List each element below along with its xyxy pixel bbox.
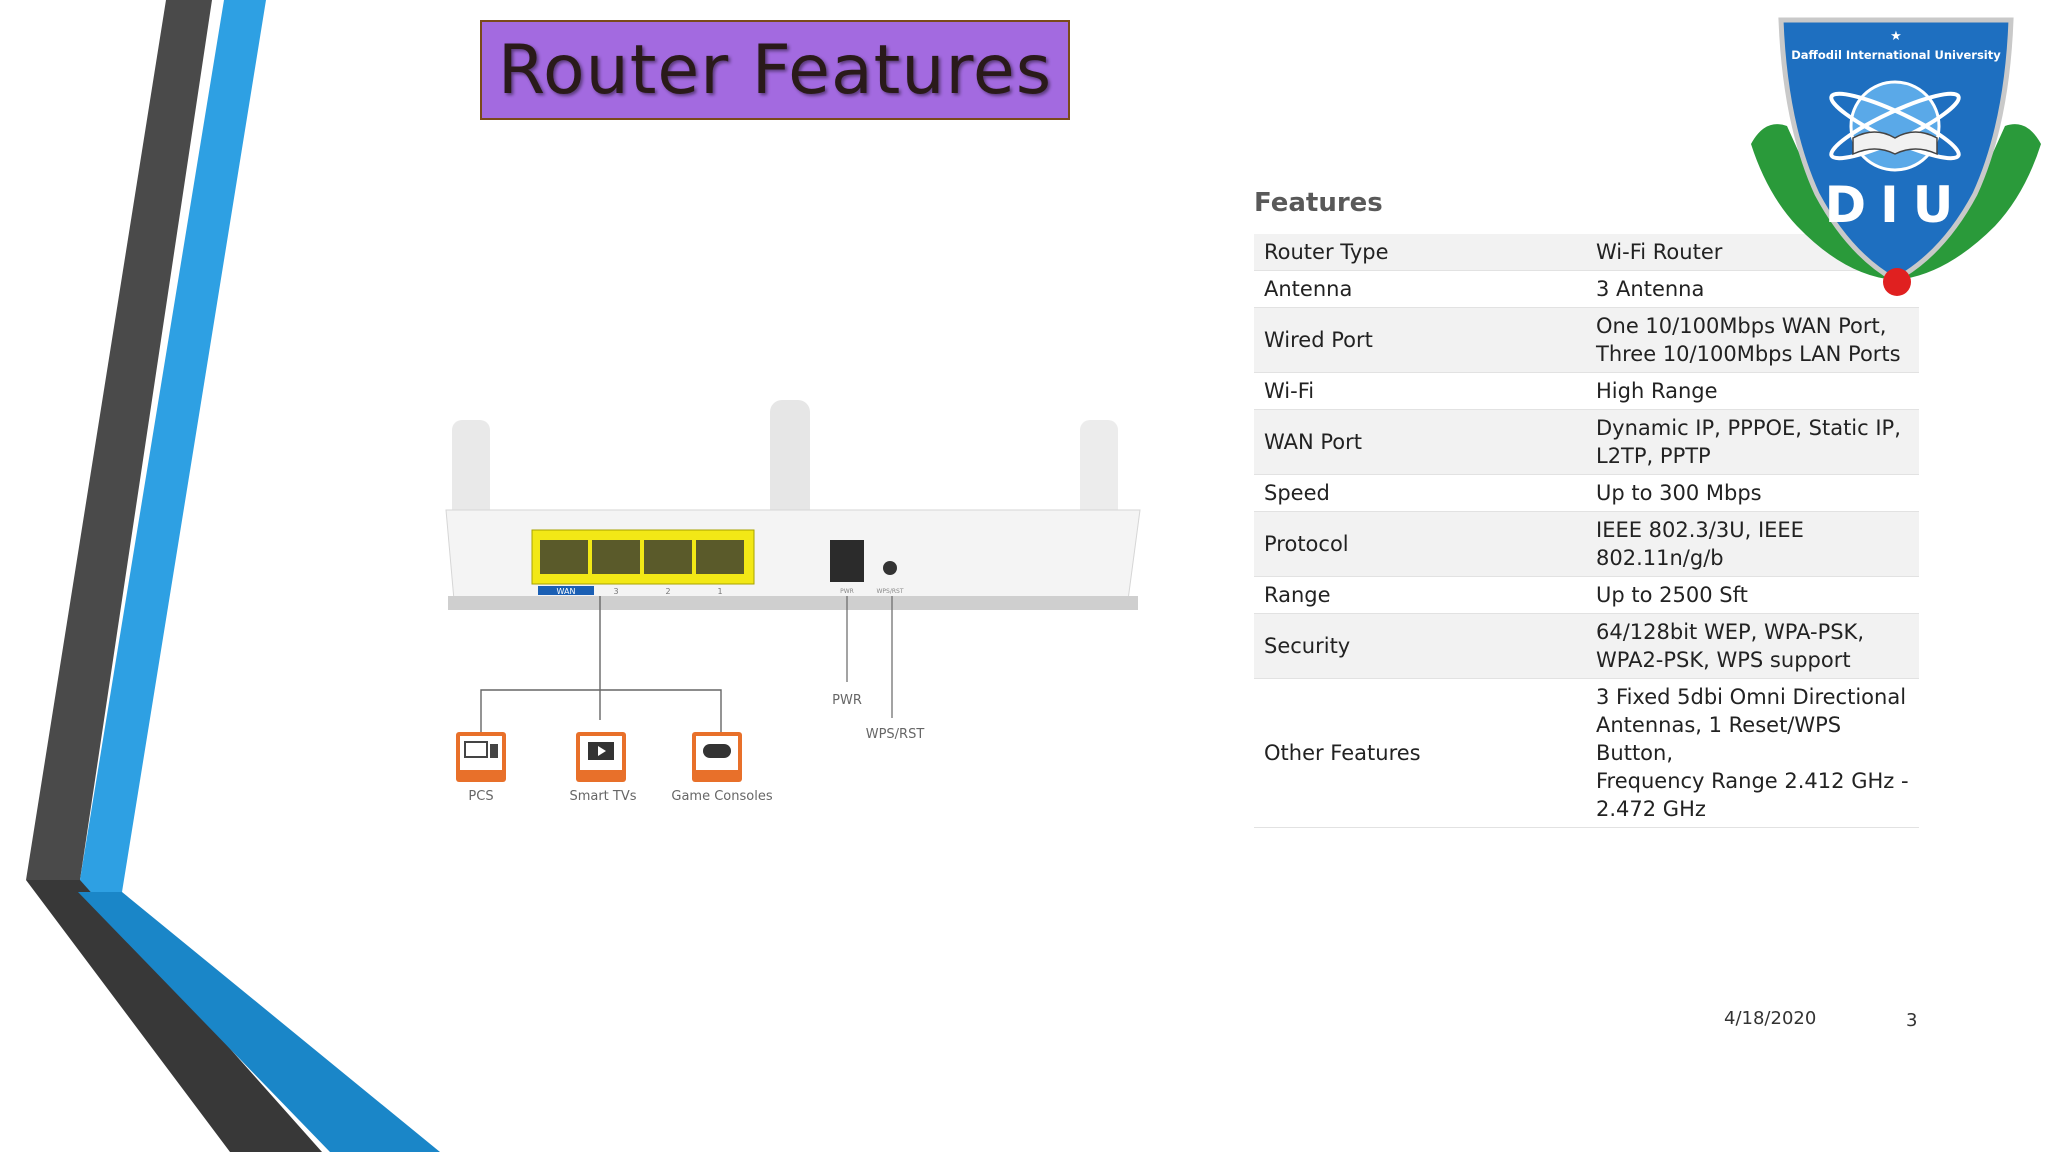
router-base-shadow: [448, 596, 1138, 610]
feature-row: Antenna 3 Antenna: [1254, 271, 1919, 308]
port-label-2: 2: [665, 587, 670, 596]
wan-label-bar: [538, 586, 594, 595]
feature-value: One 10/100Mbps WAN Port, Three 10/100Mbps…: [1586, 308, 1919, 373]
feature-value-line: 64/128bit WEP, WPA-PSK,: [1596, 620, 1865, 644]
callout-pwr: PWR: [832, 693, 862, 708]
port-label-3: 3: [613, 587, 618, 596]
ethernet-port-2: [644, 540, 692, 574]
title-box: Router Features: [480, 20, 1070, 120]
feature-key: Protocol: [1264, 532, 1349, 556]
dark-band-bottom: [26, 880, 322, 1152]
feature-value-line: 2.472 GHz: [1596, 797, 1706, 821]
feature-row: Wi-Fi High Range: [1254, 373, 1919, 410]
monitor-phone-icon: [464, 741, 488, 758]
device-branch-line: [480, 689, 722, 740]
logo-red-dot: [1883, 268, 1911, 296]
feature-value: Up to 2500 Sft: [1586, 577, 1919, 614]
feature-value: Wi-Fi Router: [1586, 234, 1919, 271]
feature-value-line: L2TP, PPTP: [1596, 444, 1711, 468]
device-game-consoles: Game Consoles: [671, 732, 773, 804]
feature-value: 64/128bit WEP, WPA-PSK, WPA2-PSK, WPS sup…: [1586, 614, 1919, 679]
feature-key: WAN Port: [1264, 430, 1362, 454]
feature-value: High Range: [1586, 373, 1919, 410]
feature-value-line: IEEE 802.3/3U, IEEE 802.11n/g/b: [1596, 518, 1804, 570]
feature-row: Other Features 3 Fixed 5dbi Omni Directio…: [1254, 679, 1919, 828]
feature-key: Wired Port: [1264, 328, 1373, 352]
feature-value-line: 3 Fixed 5dbi Omni Directional: [1596, 685, 1907, 709]
feature-value-line: Wi-Fi Router: [1596, 240, 1723, 264]
feature-key: Security: [1264, 634, 1351, 658]
port-label-wan: WAN: [557, 587, 576, 596]
feature-value-line: Dynamic IP, PPPOE, Static IP,: [1596, 416, 1901, 440]
port-label-1: 1: [717, 587, 722, 596]
logo-book-icon: [1852, 131, 1938, 156]
feature-value: 3 Antenna: [1586, 271, 1919, 308]
gamepad-icon: [703, 744, 731, 758]
feature-value-line: Up to 300 Mbps: [1596, 481, 1762, 505]
feature-key: Range: [1264, 583, 1331, 607]
feature-key: Other Features: [1264, 741, 1421, 765]
feature-value-line: Frequency Range 2.412 GHz -: [1596, 769, 1909, 793]
feature-row: Range Up to 2500 Sft: [1254, 577, 1919, 614]
feature-key: Speed: [1264, 481, 1330, 505]
feature-key: Antenna: [1264, 277, 1353, 301]
feature-row: Protocol IEEE 802.3/3U, IEEE 802.11n/g/b: [1254, 511, 1919, 577]
feature-value-line: One 10/100Mbps WAN Port,: [1596, 314, 1887, 338]
feature-key: Router Type: [1264, 240, 1389, 264]
feature-key: Wi-Fi: [1264, 379, 1315, 403]
feature-row: Router Type Wi-Fi Router: [1254, 234, 1919, 271]
feature-row: Speed Up to 300 Mbps: [1254, 475, 1919, 512]
feature-value-line: Three 10/100Mbps LAN Ports: [1596, 342, 1901, 366]
jack-label-wps: WPS/RST: [876, 588, 903, 595]
ethernet-port-3: [592, 540, 640, 574]
device-label-smart-tvs: Smart TVs: [569, 789, 636, 804]
feature-value-line: Antennas, 1 Reset/WPS Button,: [1596, 713, 1842, 765]
feature-value-line: Up to 2500 Sft: [1596, 583, 1748, 607]
feature-value: Up to 300 Mbps: [1586, 475, 1919, 512]
callout-wps-rst: WPS/RST: [866, 727, 925, 742]
features-heading: Features: [1254, 188, 1383, 218]
slide-page-number: 3: [1906, 1010, 1918, 1031]
feature-row: Security 64/128bit WEP, WPA-PSK, WPA2-PSK,…: [1254, 613, 1919, 679]
blue-band-bottom: [78, 892, 440, 1152]
wps-reset-button: [883, 561, 897, 575]
logo-university-name: Daffodil International University: [1791, 48, 2001, 62]
diu-logo: ★ Daffodil International University DIU: [1751, 17, 2041, 296]
device-label-game-consoles: Game Consoles: [671, 789, 772, 804]
slide-date: 4/18/2020: [1724, 1008, 1817, 1029]
feature-value-line: 3 Antenna: [1596, 277, 1705, 301]
device-pcs: PCS: [456, 732, 506, 804]
dark-band-top: [26, 0, 212, 880]
ethernet-port-1: [696, 540, 744, 574]
jack-label-pwr: PWR: [840, 588, 854, 595]
slide-title: Router Features: [497, 30, 1053, 110]
feature-row: WAN Port Dynamic IP, PPPOE, Static IP, L2T…: [1254, 409, 1919, 475]
feature-value-line: High Range: [1596, 379, 1718, 403]
device-label-pcs: PCS: [468, 789, 493, 804]
ethernet-port-wan: [540, 540, 588, 574]
feature-row: Wired Port One 10/100Mbps WAN Port, Three …: [1254, 307, 1919, 373]
device-smart-tvs: Smart TVs: [569, 732, 637, 804]
power-jack: [830, 540, 864, 582]
feature-value: Dynamic IP, PPPOE, Static IP, L2TP, PPTP: [1586, 410, 1919, 475]
feature-value-line: WPA2-PSK, WPS support: [1596, 648, 1851, 672]
logo-star-icon: ★: [1890, 29, 1902, 44]
logo-initials: DIU: [1825, 176, 1968, 234]
blue-band-top: [78, 0, 266, 892]
router-back-panel-image: WAN 3 2 1 PWR WPS/RST PWR WPS/RST PCS Sm…: [445, 400, 1141, 804]
logo-green-ribbon: [1751, 124, 2041, 280]
feature-value: IEEE 802.3/3U, IEEE 802.11n/g/b: [1586, 512, 1919, 577]
